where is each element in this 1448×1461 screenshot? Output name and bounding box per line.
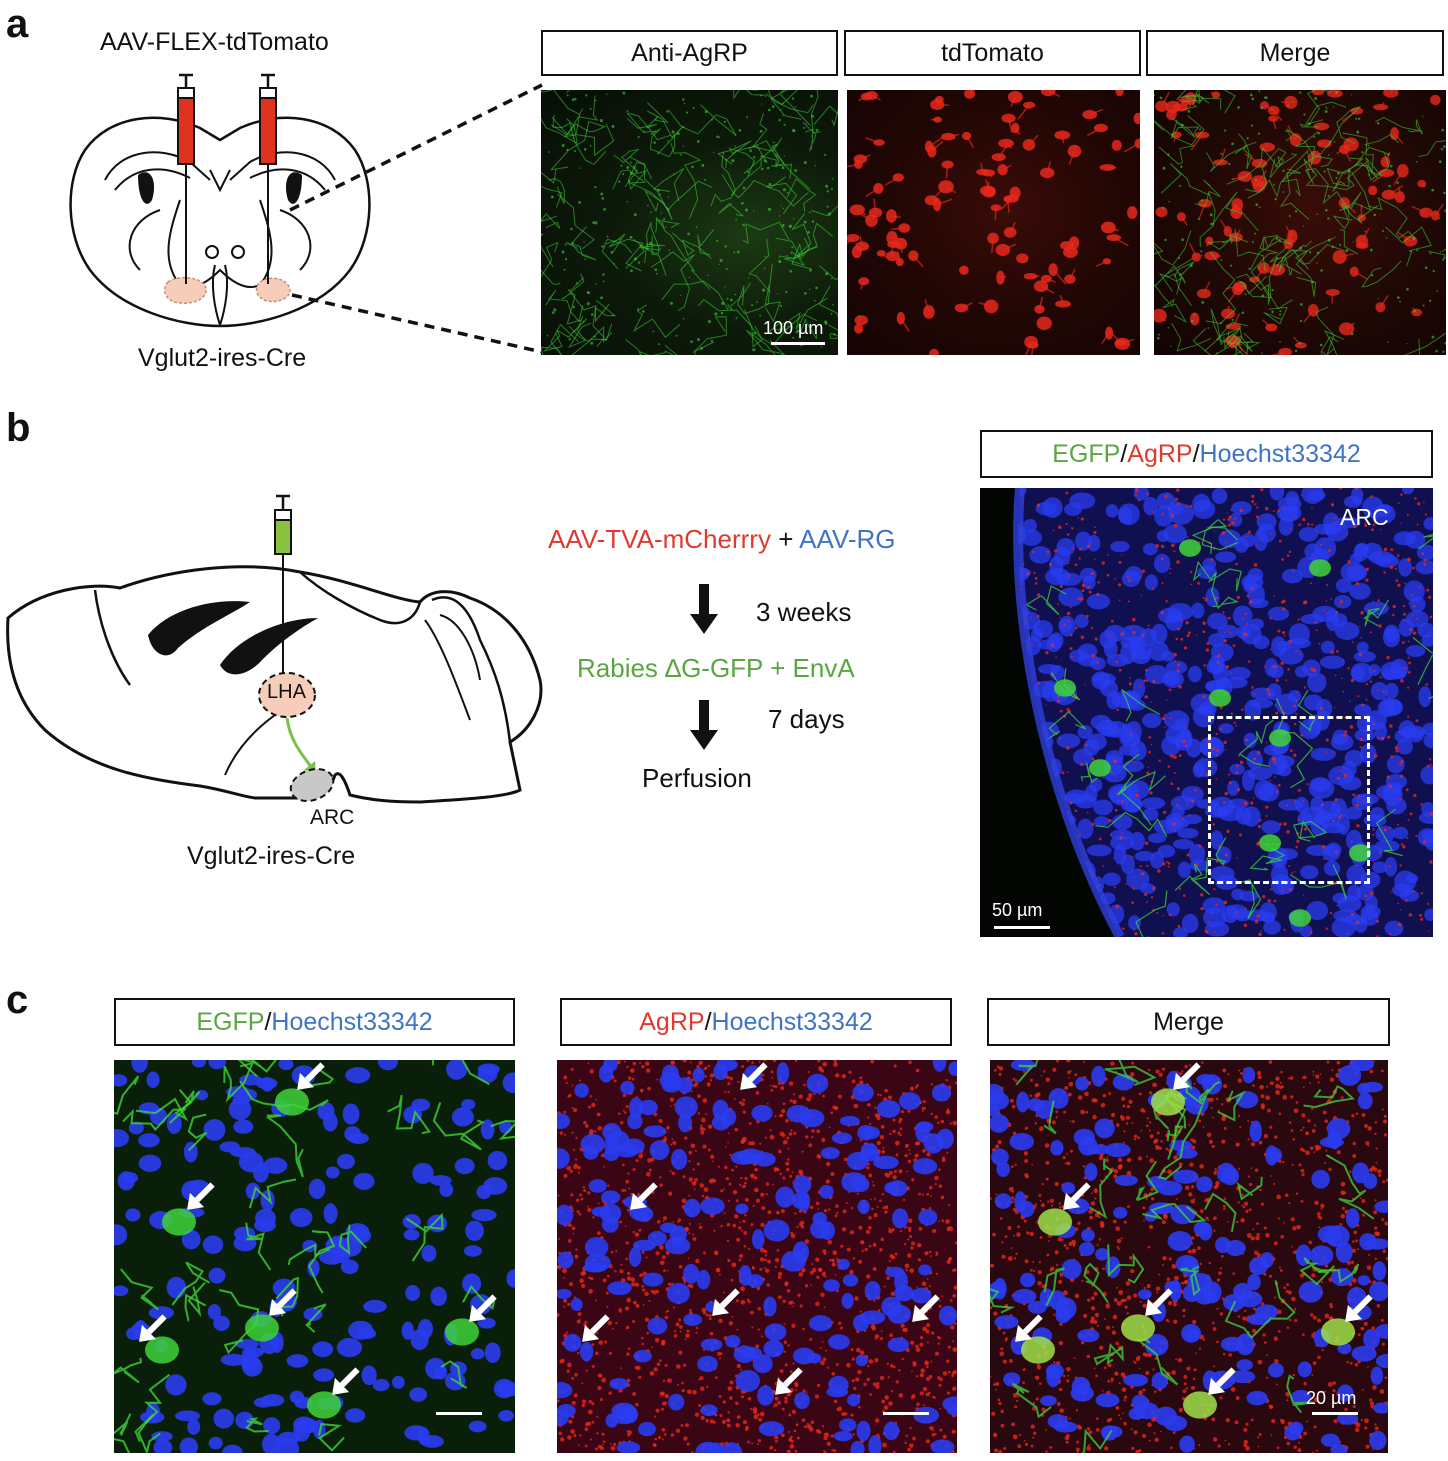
green-fibers	[541, 90, 838, 355]
interval-label-1: 3 weeks	[756, 597, 852, 627]
pointer-arrow-icon	[139, 1314, 167, 1342]
image-title-merge: Merge	[1146, 30, 1444, 76]
title-hoechst: Hoechst33342	[1199, 439, 1361, 468]
image-title-c3: Merge	[987, 998, 1390, 1046]
red-cells	[847, 90, 1140, 355]
pointer-arrow-icon	[269, 1288, 297, 1316]
title-hoechst: Hoechst33342	[711, 1007, 873, 1036]
pointer-arrow-icon	[740, 1062, 768, 1090]
image-title-b: EGFP/AgRP/Hoechst33342	[980, 430, 1433, 478]
micrograph-anti-agrp: 100 µm	[541, 90, 838, 355]
pointer-arrow-icon	[775, 1367, 803, 1395]
protocol-step3: Perfusion	[642, 763, 752, 793]
title-agrp: AgRP	[1127, 439, 1193, 468]
mouse-label-b: Vglut2-ires-Cre	[187, 842, 356, 870]
egfp-field	[114, 1060, 515, 1453]
pointer-arrow-icon	[1173, 1062, 1201, 1090]
scale-bar-b	[994, 926, 1050, 929]
pointer-arrow-icon	[297, 1062, 325, 1090]
pointer-arrow-icon	[1208, 1367, 1236, 1395]
region-label-arc: ARC	[1340, 504, 1389, 530]
title-egfp: EGFP	[1052, 439, 1121, 468]
scale-bar-a	[771, 342, 825, 345]
scale-bar-label-c: 20 µm	[1306, 1388, 1357, 1408]
title-egfp: EGFP	[196, 1007, 265, 1036]
scale-bar-label-a: 100 µm	[763, 318, 824, 338]
title-sep: /	[264, 1007, 272, 1036]
scale-bar-c2	[883, 1412, 929, 1415]
mouse-label-a: Vglut2-ires-Cre	[138, 344, 307, 372]
protocol-plus: +	[778, 524, 794, 554]
scale-bar-label-b: 50 µm	[992, 900, 1043, 920]
title-sep: /	[1192, 439, 1200, 468]
panel-letter-b: b	[6, 406, 31, 450]
lha-label: LHA	[267, 681, 306, 703]
coronal-brain-diagram	[69, 73, 371, 328]
image-title-c1: EGFP/Hoechst33342	[114, 998, 515, 1046]
micrograph-c-agrp	[557, 1060, 957, 1453]
pointer-arrow-icon	[630, 1182, 658, 1210]
virus-label: AAV-FLEX-tdTomato	[100, 28, 329, 56]
pointer-arrow-icon	[332, 1367, 360, 1395]
title-sep: /	[1120, 439, 1128, 468]
image-title-tdtomato: tdTomato	[844, 30, 1141, 76]
scale-bar-c3	[1312, 1412, 1358, 1415]
image-title-c2: AgRP/Hoechst33342	[560, 998, 952, 1046]
syringe-icon	[259, 73, 277, 165]
protocol-step1: AAV-TVA-mCherrry + AAV-RG	[548, 524, 896, 555]
micrograph-b: ARC 50 µm	[980, 488, 1433, 937]
merge-cells	[1154, 90, 1446, 355]
micrograph-c-egfp	[114, 1060, 515, 1453]
protocol-virus-red: AAV-TVA-mCherrry	[548, 524, 771, 554]
syringe-icon	[274, 494, 292, 555]
micrograph-merge-a	[1154, 90, 1446, 355]
zoom-box	[1208, 716, 1370, 884]
micrograph-tdtomato	[847, 90, 1140, 355]
pointer-arrow-icon	[912, 1294, 940, 1322]
pointer-arrow-icon	[582, 1314, 610, 1342]
panel-letter-a: a	[6, 2, 29, 46]
title-hoechst: Hoechst33342	[271, 1007, 433, 1036]
pointer-arrow-icon	[187, 1182, 215, 1210]
pointer-arrow-icon	[712, 1288, 740, 1316]
micrograph-c-merge: 20 µm	[990, 1060, 1388, 1453]
protocol-virus-blue: AAV-RG	[799, 524, 896, 554]
arc-tissue	[980, 488, 1433, 937]
arc-label-diagram: ARC	[310, 806, 355, 829]
title-agrp: AgRP	[639, 1007, 705, 1036]
scale-bar-c1	[436, 1412, 482, 1415]
zoom-lines	[289, 83, 543, 354]
merge-field	[990, 1060, 1388, 1453]
sagittal-brain-diagram	[6, 494, 543, 804]
interval-label-2: 7 days	[768, 704, 845, 734]
title-sep: /	[704, 1007, 712, 1036]
syringe-icon	[177, 73, 195, 165]
agrp-field	[557, 1060, 957, 1453]
pointer-arrow-icon	[1063, 1182, 1091, 1210]
pointer-arrow-icon	[469, 1294, 497, 1322]
panel-letter-c: c	[6, 978, 29, 1022]
arrow-down-icon	[690, 700, 718, 750]
protocol-step2: Rabies ∆G-GFP + EnvA	[577, 653, 855, 683]
pointer-arrow-icon	[1345, 1294, 1373, 1322]
arrow-down-icon	[690, 584, 718, 634]
image-title-anti-agrp: Anti-AgRP	[541, 30, 838, 76]
pointer-arrow-icon	[1015, 1314, 1043, 1342]
pointer-arrow-icon	[1145, 1288, 1173, 1316]
